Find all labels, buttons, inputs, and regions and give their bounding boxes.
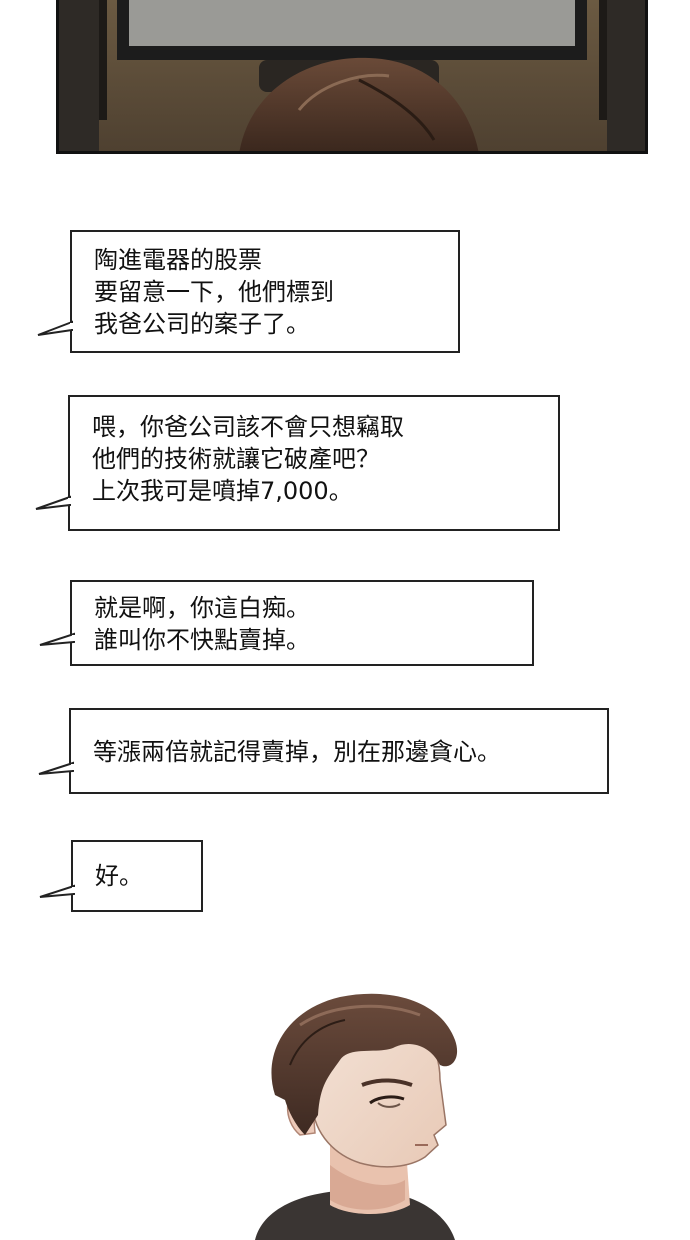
bubble-5-line-1: 好。 — [95, 862, 143, 890]
top-panel — [56, 0, 648, 154]
bubble-1-line-2: 要留意一下，他們標到 — [94, 278, 334, 306]
bubble-1-line-3: 我爸公司的案子了。 — [94, 310, 310, 338]
bubble-1-line-1: 陶進電器的股票 — [94, 246, 262, 274]
bubble-3-tail — [39, 632, 76, 646]
bubble-1-tail — [37, 320, 74, 336]
character-illustration — [255, 993, 458, 1240]
bubble-2-line-2: 他們的技術就讓它破產吧？ — [92, 445, 380, 473]
bottom-panel — [0, 985, 690, 1240]
speech-bubble-3: 就是啊，你這白痴。 誰叫你不快點賣掉。 — [70, 580, 534, 666]
room-illustration — [59, 0, 645, 151]
bubble-3-line-1: 就是啊，你這白痴。 — [94, 594, 310, 622]
speech-bubble-1: 陶進電器的股票 要留意一下，他們標到 我爸公司的案子了。 — [70, 230, 460, 353]
bubble-2-line-3: 上次我可是噴掉7,000。 — [92, 477, 353, 505]
head-hair — [239, 57, 479, 151]
speech-bubble-4: 等漲兩倍就記得賣掉，別在那邊貪心。 — [69, 708, 609, 794]
speech-bubble-2: 喂，你爸公司該不會只想竊取 他們的技術就讓它破產吧？ 上次我可是噴掉7,000。 — [68, 395, 560, 531]
bubble-3-line-2: 誰叫你不快點賣掉。 — [94, 626, 310, 654]
bubble-2-line-1: 喂，你爸公司該不會只想竊取 — [92, 413, 404, 441]
bubble-2-tail — [35, 495, 72, 510]
bubble-4-line-1: 等漲兩倍就記得賣掉，別在那邊貪心。 — [93, 738, 501, 766]
bubble-5-tail — [39, 884, 76, 898]
speech-bubble-5: 好。 — [71, 840, 203, 912]
bubble-4-tail — [38, 761, 75, 775]
